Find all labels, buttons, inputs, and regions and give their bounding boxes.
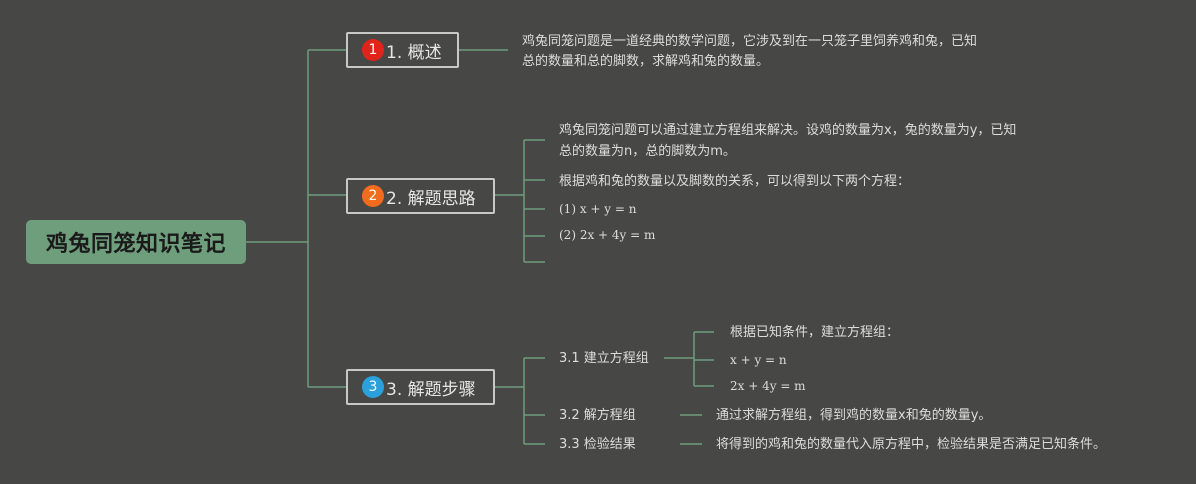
branch-approach-label: 2. 解题思路: [386, 188, 476, 209]
approach-p1-line1: 鸡兔同笼问题可以通过建立方程组来解决。设鸡的数量为x，兔的数量为y，已知: [559, 123, 1017, 138]
step-3-1-eq2: 2x + 4y = m: [730, 379, 806, 393]
step-3-1-label: 3.1 建立方程组: [559, 351, 649, 366]
branch-steps-label: 3. 解题步骤: [386, 379, 476, 400]
branch-approach[interactable]: 2 2. 解题思路: [346, 178, 495, 214]
approach-p2: 根据鸡和兔的数量以及脚数的关系，可以得到以下两个方程：: [559, 174, 911, 189]
branch-overview[interactable]: 1 1. 概述: [346, 32, 459, 68]
root-node[interactable]: 鸡兔同笼知识笔记: [26, 220, 246, 264]
priority-2-icon: 2: [362, 185, 384, 207]
root-title: 鸡兔同笼知识笔记: [45, 232, 226, 257]
step-3-2-note: 通过求解方程组，得到鸡的数量x和兔的数量y。: [716, 408, 992, 423]
approach-p1-line2: 总的数量为n，总的脚数为m。: [559, 144, 736, 159]
step-3-3-note: 将得到的鸡和兔的数量代入原方程中，检验结果是否满足已知条件。: [716, 437, 1107, 452]
approach-eq2: (2) 2x + 4y = m: [559, 228, 656, 242]
branch-overview-label: 1. 概述: [386, 42, 442, 63]
priority-1-icon: 1: [362, 39, 384, 61]
step-3-3-label: 3.3 检验结果: [559, 437, 636, 452]
step-3-1-eq1: x + y = n: [730, 353, 787, 367]
overview-text-line1: 鸡兔同笼问题是一道经典的数学问题，它涉及到在一只笼子里饲养鸡和兔，已知: [522, 34, 978, 49]
step-3-1-note: 根据已知条件，建立方程组：: [730, 325, 900, 340]
branch-steps[interactable]: 3 3. 解题步骤: [346, 369, 495, 405]
overview-text-line2: 总的数量和总的脚数，求解鸡和兔的数量。: [522, 54, 770, 69]
priority-3-icon: 3: [362, 376, 384, 398]
step-3-2-label: 3.2 解方程组: [559, 408, 636, 423]
approach-eq1: (1) x + y = n: [559, 202, 637, 216]
